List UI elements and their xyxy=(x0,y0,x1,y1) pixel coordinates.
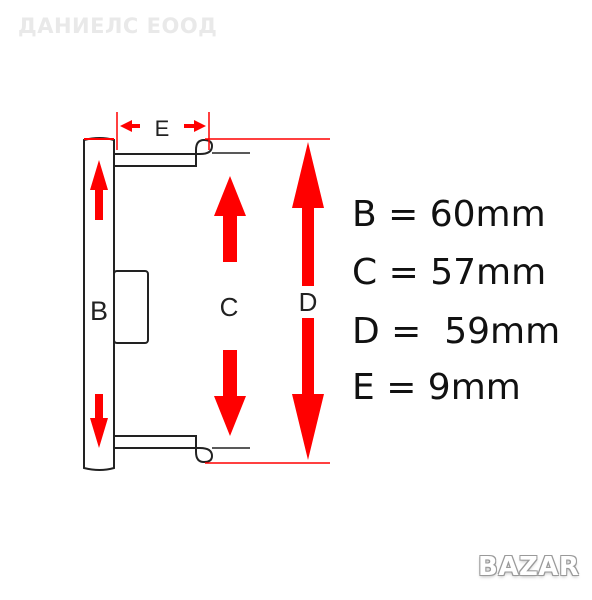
spec-d: D = 59mm xyxy=(352,311,561,352)
label-c: C xyxy=(220,292,239,322)
top-clip-arm xyxy=(114,138,214,167)
label-e: E xyxy=(155,116,170,141)
d-arrow-down xyxy=(292,318,324,460)
b-arrow-up xyxy=(90,160,108,220)
spec-b: B = 60mm xyxy=(352,194,546,235)
bottom-clip-arm xyxy=(114,435,214,464)
b-arrow-down xyxy=(90,394,108,448)
e-arrow-left xyxy=(120,120,140,132)
e-arrow-right xyxy=(184,120,206,132)
c-arrow-down xyxy=(214,350,246,436)
label-b: B xyxy=(90,296,108,326)
spec-c: C = 57mm xyxy=(352,252,547,293)
label-d: D xyxy=(299,287,318,317)
watermark-text: ДАНИЕЛС ЕООД xyxy=(18,14,218,38)
cap-center-tab xyxy=(113,270,149,344)
c-arrow-up xyxy=(214,176,246,262)
spec-e: E = 9mm xyxy=(352,367,521,408)
d-arrow-up xyxy=(292,142,324,286)
bazar-logo: BAZAR xyxy=(478,552,580,582)
